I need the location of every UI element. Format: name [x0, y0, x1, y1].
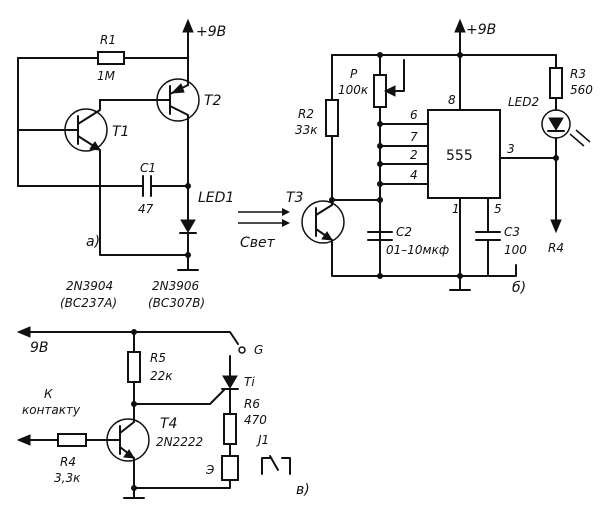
- supply-label-b: +9В: [466, 22, 496, 38]
- supply-arrow-a: [182, 18, 194, 33]
- p-name: P: [350, 67, 358, 81]
- ground-a: [177, 254, 199, 271]
- capacitor-c1: [142, 175, 152, 197]
- tag-b: б): [512, 280, 526, 296]
- resistor-r5: [127, 351, 141, 383]
- pin-6: 6: [410, 108, 418, 122]
- relay-contact-label: J1: [256, 433, 269, 447]
- t2-part: 2N3906: [152, 279, 200, 293]
- r2-value: 33к: [295, 123, 318, 137]
- r1-value: 1M: [97, 69, 116, 83]
- ic-name: 555: [446, 148, 473, 164]
- circuit-b: +9В R2 33к P 100к 555 6 7 2 4 8 3: [286, 18, 593, 296]
- r5-value: 22к: [150, 369, 173, 383]
- t3-collector: [315, 199, 333, 216]
- led1-symbol: [180, 219, 196, 233]
- relay-coil: [221, 455, 239, 481]
- r1-name: R1: [100, 33, 116, 47]
- phototransistor-t3: [301, 200, 345, 244]
- t2-label: T2: [204, 93, 222, 109]
- relay-coil-label: Э: [205, 463, 215, 477]
- bottom-rail-b: [331, 264, 517, 277]
- resistor-r6: [223, 413, 237, 445]
- pin-3: 3: [507, 142, 515, 156]
- pin-5: 5: [494, 202, 502, 216]
- resistor-r1: [97, 51, 125, 65]
- output-arrow: [550, 219, 562, 234]
- r5-name: R5: [150, 351, 166, 365]
- t1-collector: [77, 99, 101, 125]
- contact-arrow: [16, 434, 31, 446]
- t4-collector: [119, 421, 135, 434]
- contact-label-2: контакту: [22, 403, 81, 417]
- relay-contact: [261, 457, 291, 475]
- circuit-c: 9В G R5 22к Ti R6 470 Э J1: [16, 326, 310, 499]
- led1-label: LED1: [198, 190, 234, 206]
- supply-arrow-b: [454, 18, 466, 33]
- c3-name: C3: [504, 225, 520, 239]
- t3-label: T3: [286, 190, 303, 206]
- ground-c: [123, 487, 163, 499]
- contact-label-1: К: [44, 387, 53, 401]
- ic-555: [427, 109, 501, 199]
- p-value: 100к: [338, 83, 369, 97]
- t1-alt: (BC237A): [60, 296, 117, 310]
- supply-rail-c: [25, 331, 239, 345]
- led2-label: LED2: [508, 95, 539, 109]
- resistor-r2: [325, 99, 339, 137]
- terminal-g-label: G: [254, 343, 263, 357]
- pin-7: 7: [410, 130, 418, 144]
- r4-out-label: R4: [548, 241, 564, 255]
- r6-value: 470: [244, 413, 267, 427]
- r3-value: 560: [570, 83, 593, 97]
- t1-part: 2N3904: [66, 279, 113, 293]
- light-label: Свет: [240, 235, 276, 251]
- ground-b: [449, 275, 471, 291]
- resistor-r3: [549, 67, 563, 99]
- supply-label-c: 9В: [30, 340, 49, 356]
- terminal-g: [238, 346, 246, 354]
- tag-c: в): [296, 482, 310, 498]
- ic-left-pins: [379, 123, 429, 185]
- t4-name: T4: [160, 416, 177, 432]
- t2-collector: [169, 105, 189, 187]
- led2-emission: [569, 129, 591, 147]
- c1-value: 47: [138, 202, 154, 216]
- ti-label: Ti: [244, 375, 255, 389]
- circuit-a: +9В R1 1M T1 T2 C1 47: [17, 18, 234, 310]
- gate-wire: [133, 389, 225, 405]
- c3-value: 100: [504, 243, 527, 257]
- r2-name: R2: [298, 107, 314, 121]
- transistor-t2: [156, 78, 200, 122]
- thyristor-ti: [222, 375, 238, 389]
- c1-name: C1: [140, 161, 156, 175]
- resistor-r4: [57, 433, 87, 447]
- t1-label: T1: [112, 124, 129, 140]
- r6-name: R6: [244, 397, 260, 411]
- light-arrows: Свет: [238, 208, 290, 251]
- c2-name: C2: [396, 225, 412, 239]
- tag-a: a): [86, 234, 100, 250]
- r4-value: 3,3к: [54, 471, 81, 485]
- pin-2: 2: [410, 148, 418, 162]
- supply-label-a: +9В: [196, 24, 226, 40]
- t2-alt: (BC307B): [148, 296, 205, 310]
- pin-1: 1: [452, 202, 460, 216]
- bottom-wire-a: [99, 225, 189, 256]
- capacitor-c3: [475, 231, 501, 241]
- pin-8: 8: [448, 93, 456, 107]
- pin-4: 4: [410, 168, 418, 182]
- t3-emitter: [315, 228, 333, 266]
- r4-name: R4: [60, 455, 76, 469]
- t4-part: 2N2222: [156, 435, 203, 449]
- c2-value: 01–10мкф: [386, 243, 449, 257]
- r3-name: R3: [570, 67, 586, 81]
